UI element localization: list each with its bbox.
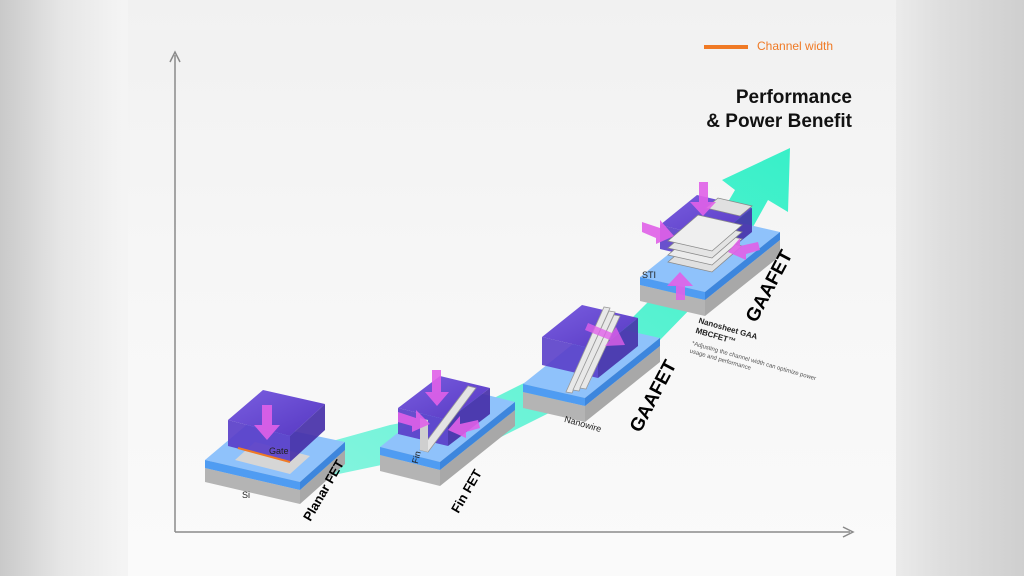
title-line-1: Performance [735, 87, 852, 108]
si-label: Si [242, 490, 251, 500]
channel-width-legend-swatch [704, 45, 748, 49]
x-axis-arrowhead [842, 526, 855, 538]
channel-width-legend-label: Channel width [757, 39, 834, 53]
title-line-2: & Power Benefit [706, 111, 852, 132]
nanosheet-gaafet-block [640, 182, 780, 316]
finfet-block [380, 370, 515, 486]
y-axis-arrowhead [169, 50, 181, 63]
diagram-title: Performance & Power Benefit [706, 86, 852, 134]
progress-arrow [300, 148, 790, 480]
sti-label: STI [642, 270, 657, 280]
planar-fet-block [205, 390, 345, 504]
axes [169, 50, 855, 538]
nanowire-gaafet-block [523, 305, 660, 422]
gate-label: Gate [269, 446, 289, 456]
